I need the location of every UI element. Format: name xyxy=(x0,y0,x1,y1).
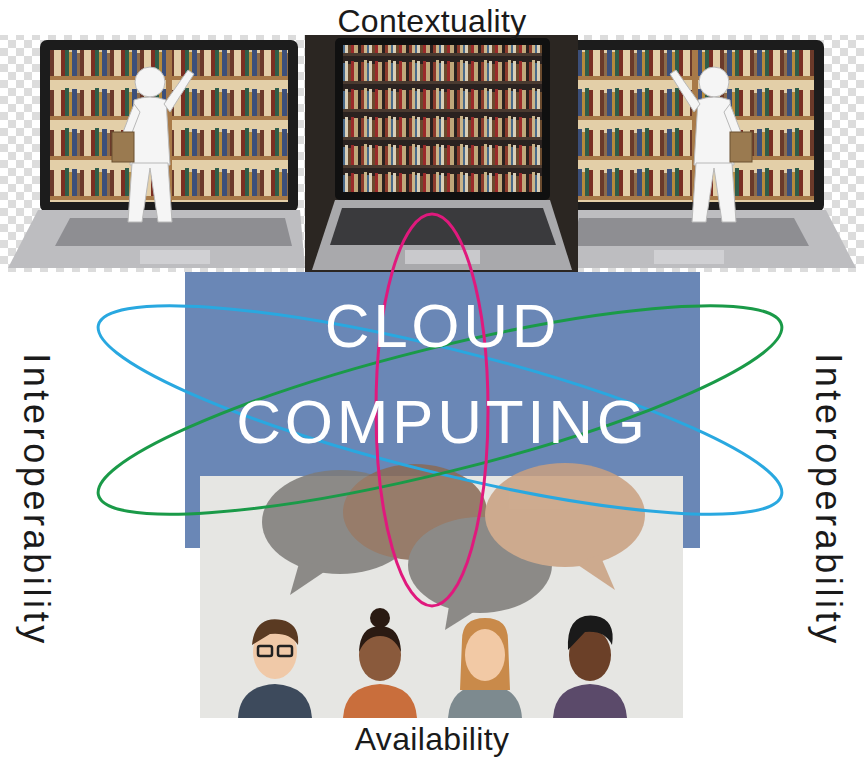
side-label: Interoperability xyxy=(16,353,56,647)
panel-title: CLOUD COMPUTING xyxy=(201,278,684,470)
axis-label: Availability xyxy=(355,722,509,757)
panel-box: CLOUD COMPUTING xyxy=(185,272,700,476)
axis-label: Contextuality xyxy=(337,4,526,39)
side-label: Interoperability xyxy=(808,353,848,647)
